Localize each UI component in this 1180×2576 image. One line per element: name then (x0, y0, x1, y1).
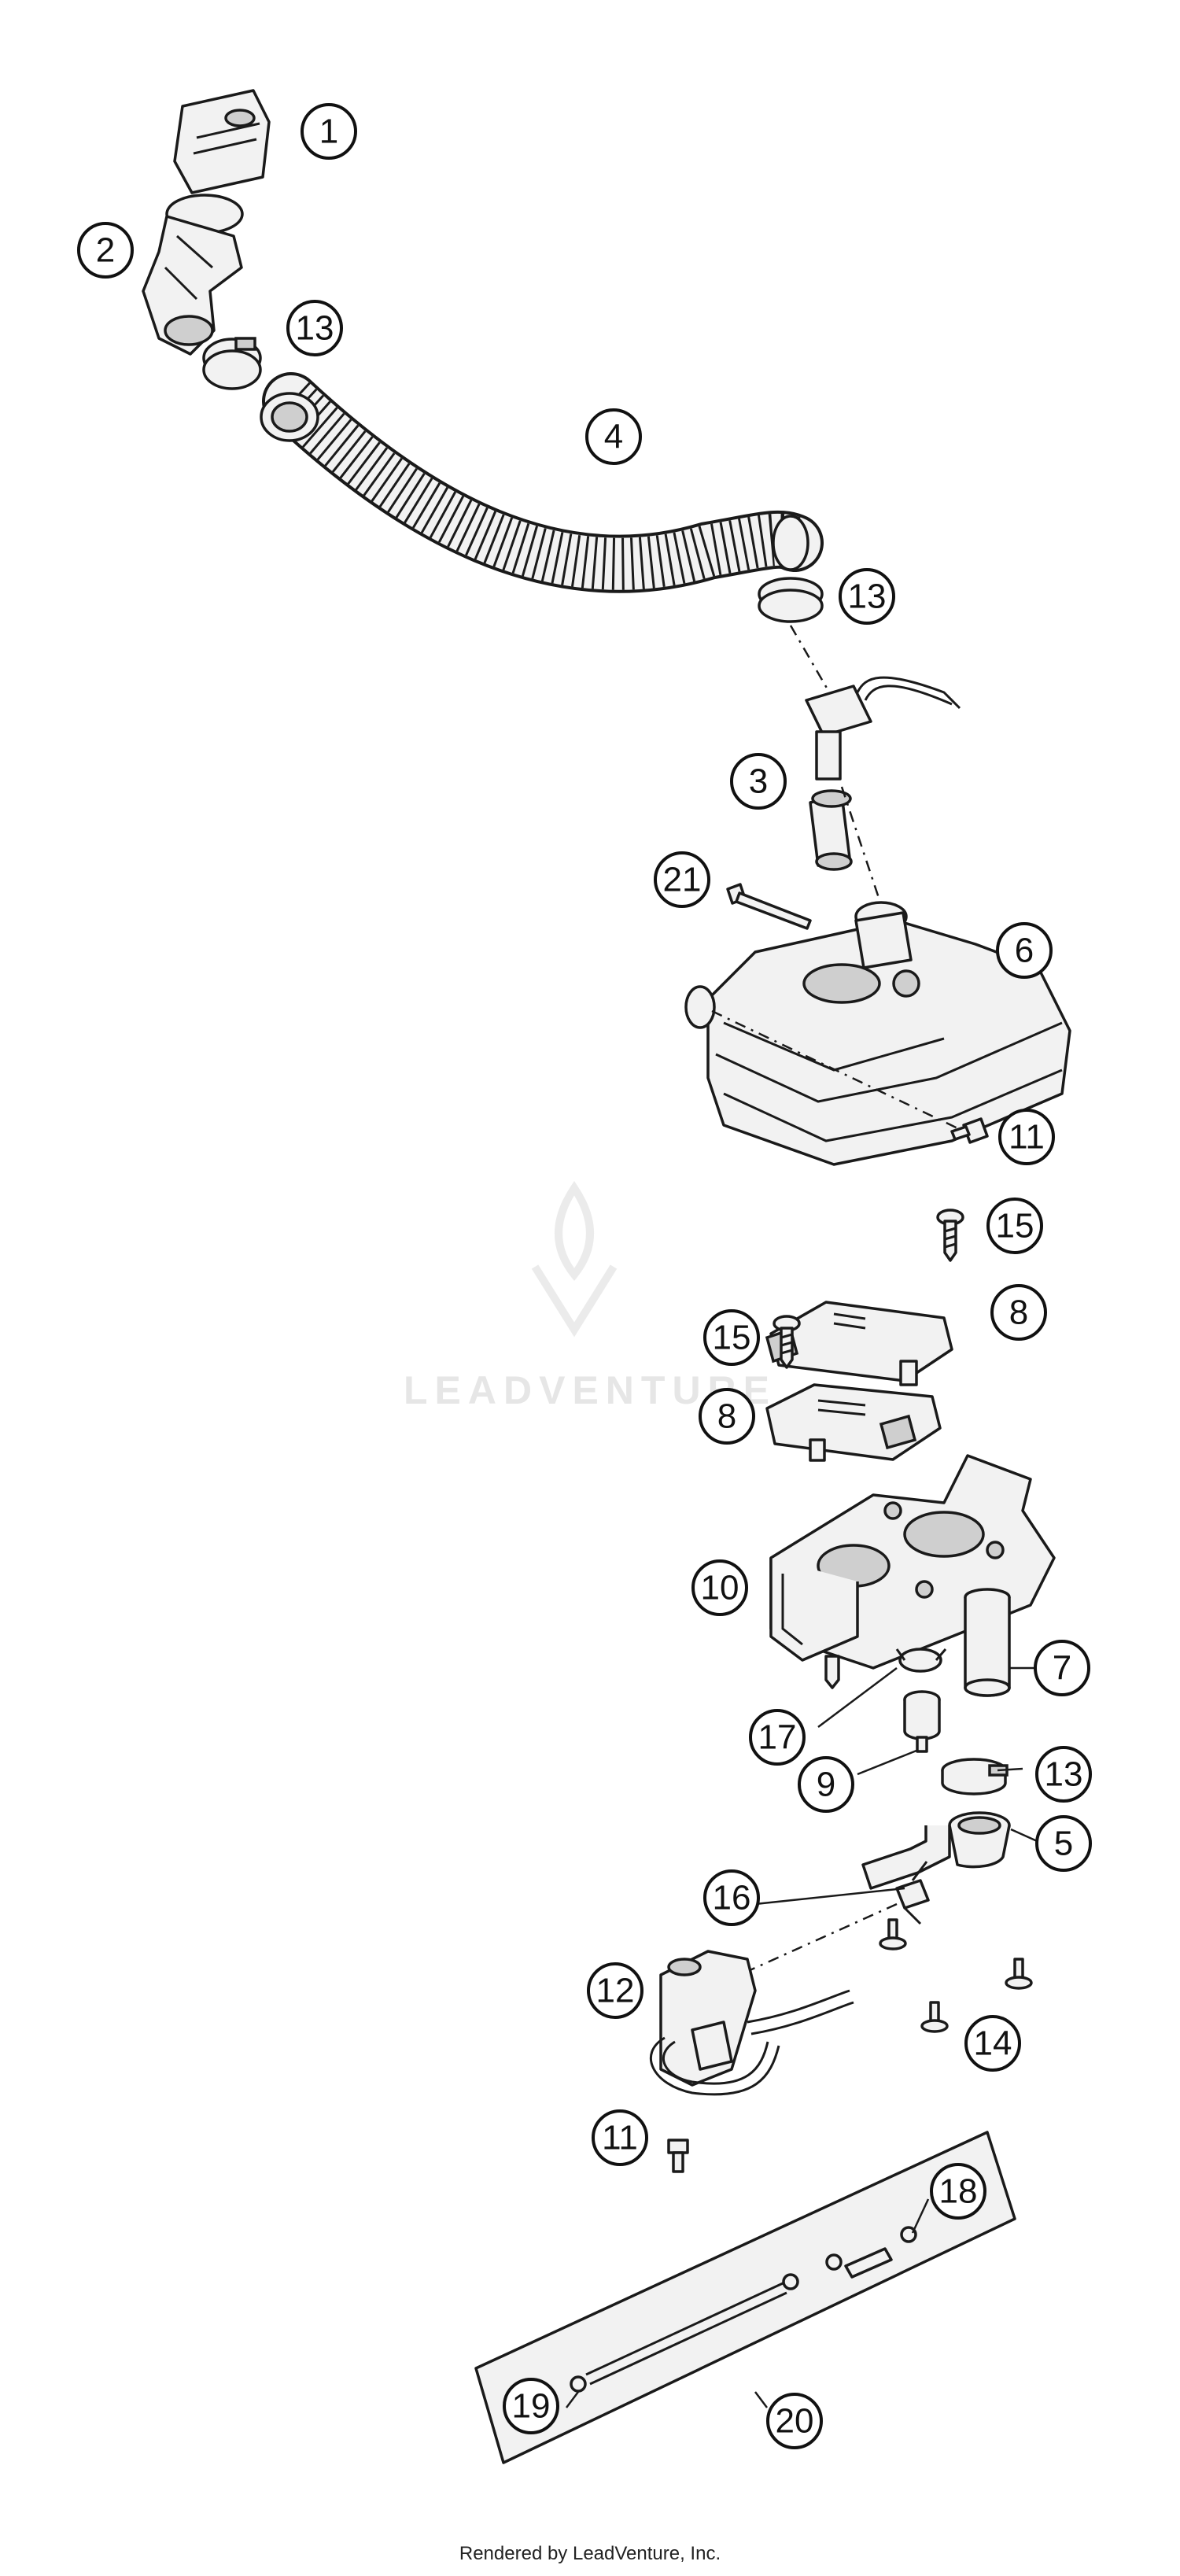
svg-text:11: 11 (1009, 1118, 1045, 1157)
callout-15-lower[interactable]: 15 (703, 1309, 760, 1366)
callout-6[interactable]: 6 (996, 922, 1053, 979)
svg-text:11: 11 (602, 2119, 638, 2157)
part-14-screw-b[interactable] (1005, 1958, 1033, 1990)
part-7-filter[interactable] (964, 1588, 1011, 1697)
svg-text:21: 21 (663, 861, 702, 899)
callout-13-top[interactable]: 13 (286, 300, 343, 356)
part-11-bolt-top[interactable] (950, 1117, 989, 1144)
svg-text:6: 6 (1015, 932, 1034, 970)
svg-text:10: 10 (701, 1569, 739, 1607)
footer-credit: Rendered by LeadVenture, Inc. (459, 2543, 721, 2564)
callout-14[interactable]: 14 (964, 2015, 1021, 2072)
part-16-clip[interactable] (895, 1861, 930, 1925)
callout-17[interactable]: 17 (749, 1709, 806, 1766)
callout-4[interactable]: 4 (585, 408, 642, 465)
callout-13-mid[interactable]: 13 (839, 568, 895, 625)
callout-10[interactable]: 10 (691, 1559, 748, 1616)
part-13-clamp-mid[interactable] (758, 577, 824, 623)
svg-text:13: 13 (296, 309, 334, 348)
svg-text:9: 9 (817, 1766, 835, 1804)
svg-text:8: 8 (717, 1397, 736, 1436)
part-9-valve[interactable] (903, 1690, 941, 1753)
part-13-clamp-low[interactable] (941, 1758, 1009, 1795)
part-14-screw-c[interactable] (920, 2001, 949, 2033)
assembly-line-2 (840, 786, 883, 906)
callout-8-upper[interactable]: 8 (990, 1284, 1047, 1341)
svg-text:5: 5 (1054, 1825, 1073, 1863)
callout-15-upper[interactable]: 15 (986, 1198, 1043, 1254)
callout-9[interactable]: 9 (798, 1756, 854, 1813)
svg-text:13: 13 (848, 578, 887, 616)
part-2-elbow[interactable] (142, 194, 244, 356)
part-8-sensor-lower[interactable] (765, 1383, 942, 1462)
svg-text:16: 16 (713, 1879, 751, 1917)
svg-text:8: 8 (1009, 1294, 1028, 1332)
part-8-sensor-upper[interactable] (765, 1301, 953, 1386)
part-13-clamp-top[interactable] (202, 337, 262, 390)
assembly-line-3 (711, 1009, 968, 1135)
part-1-cap[interactable] (173, 89, 271, 194)
callout-1[interactable]: 1 (301, 103, 357, 160)
assembly-line-1 (789, 625, 835, 701)
callout-3[interactable]: 3 (730, 753, 787, 810)
svg-text:17: 17 (758, 1718, 797, 1757)
callout-11-low[interactable]: 11 (592, 2109, 648, 2166)
part-20-kit[interactable] (474, 2131, 1016, 2464)
part-11-bolt-low[interactable] (667, 2139, 689, 2173)
callout-12[interactable]: 12 (587, 1962, 643, 2019)
svg-text:2: 2 (96, 231, 115, 270)
svg-text:1: 1 (319, 113, 338, 151)
part-19-clip[interactable] (570, 2273, 799, 2393)
part-15-screw-lower[interactable] (773, 1315, 801, 1369)
svg-text:14: 14 (974, 2024, 1012, 2063)
svg-text:18: 18 (939, 2172, 978, 2211)
callout-16[interactable]: 16 (703, 1869, 760, 1926)
part-4-hose[interactable] (260, 372, 824, 593)
part-12-pump[interactable] (649, 1950, 854, 2096)
callout-8-lower[interactable]: 8 (699, 1388, 755, 1445)
part-21-bolt[interactable] (726, 883, 812, 930)
svg-text:4: 4 (604, 418, 623, 456)
callout-2[interactable]: 2 (77, 222, 134, 279)
part-5-elbow[interactable] (861, 1811, 1011, 1890)
callout-21[interactable]: 21 (654, 851, 710, 908)
svg-text:20: 20 (776, 2402, 814, 2441)
svg-text:12: 12 (596, 1972, 635, 2010)
part-15-screw-upper[interactable] (936, 1209, 964, 1262)
svg-text:15: 15 (713, 1319, 751, 1357)
svg-text:3: 3 (749, 762, 768, 801)
callout-7[interactable]: 7 (1034, 1640, 1090, 1696)
callout-20[interactable]: 20 (766, 2393, 823, 2449)
part-14-screw-a[interactable] (879, 1918, 907, 1950)
part-6-tank[interactable] (684, 901, 1071, 1166)
callout-18[interactable]: 18 (930, 2163, 986, 2220)
callout-19[interactable]: 19 (503, 2378, 559, 2434)
part-17-clip[interactable] (895, 1648, 947, 1673)
part-3-sender[interactable] (805, 676, 961, 871)
callout-11-top[interactable]: 11 (998, 1109, 1055, 1165)
callout-13-low[interactable]: 13 (1035, 1746, 1092, 1803)
svg-text:19: 19 (512, 2387, 551, 2426)
svg-text:7: 7 (1053, 1649, 1071, 1688)
callout-5[interactable]: 5 (1035, 1815, 1092, 1872)
part-18-clip[interactable] (825, 2226, 917, 2271)
watermark-logo-icon (531, 1180, 618, 1338)
svg-text:13: 13 (1045, 1755, 1083, 1794)
svg-text:15: 15 (996, 1207, 1034, 1246)
leader-lines (566, 1666, 1043, 2408)
assembly-line-4 (739, 1902, 898, 1976)
